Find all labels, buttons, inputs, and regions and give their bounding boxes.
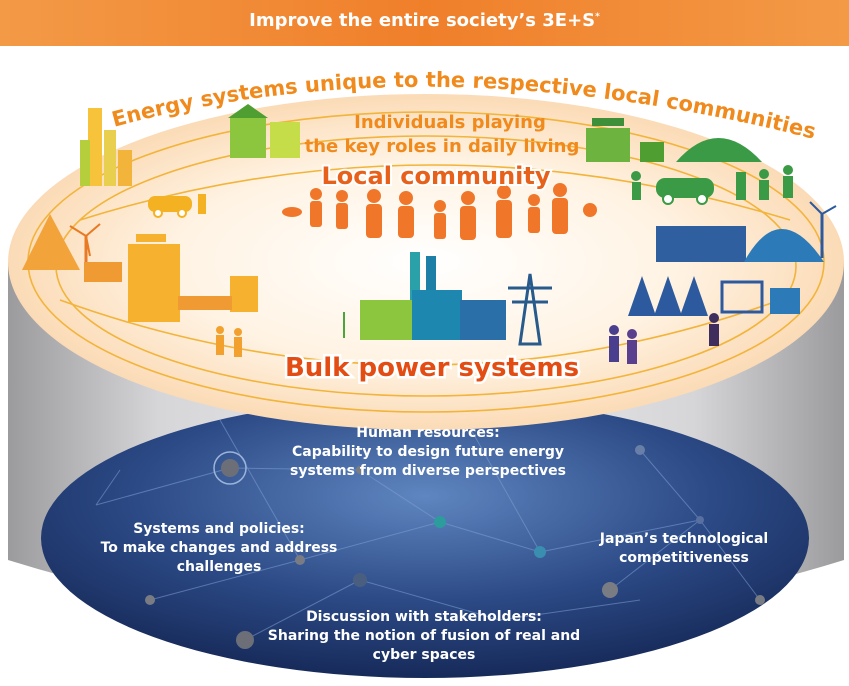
car-icon: [656, 178, 714, 198]
right-city-illustration: [586, 118, 837, 364]
person-icon: [216, 326, 224, 334]
bulk-power-illustration: [343, 252, 552, 346]
person-icon: [709, 313, 719, 323]
person-icon: [399, 191, 413, 205]
community-tagline-line2: the key roles in daily living: [305, 136, 580, 157]
power-tower-icon: [518, 273, 542, 346]
building-icon: [230, 118, 266, 158]
person-icon: [783, 165, 793, 175]
tractor-icon: [720, 280, 764, 314]
building-icon: [118, 150, 132, 186]
stadium-icon: [676, 138, 762, 162]
human-resources-line3: systems from diverse perspectives: [290, 463, 566, 479]
building-icon: [128, 244, 180, 322]
systems-policies-block: Systems and policies: To make changes an…: [74, 520, 364, 577]
systems-policies-heading: Systems and policies:: [133, 521, 305, 537]
house-icon: [640, 142, 664, 162]
community-people: [282, 183, 597, 240]
stakeholders-heading: Discussion with stakeholders:: [306, 609, 542, 625]
local-community-title: Local community: [321, 162, 550, 190]
person-icon: [609, 325, 619, 335]
banner-title: Improve the entire society’s 3E+S*: [249, 10, 600, 31]
community-tagline-line1: Individuals playing: [354, 112, 546, 133]
factory-icon: [460, 300, 506, 340]
person-icon: [528, 194, 540, 206]
title-banner: Improve the entire society’s 3E+S*: [0, 0, 849, 46]
person-icon: [631, 171, 641, 181]
systems-policies-line2: To make changes and address: [100, 540, 338, 556]
building-icon: [80, 140, 90, 186]
person-icon: [310, 188, 322, 200]
person-icon: [336, 190, 348, 202]
factory-icon: [84, 262, 122, 282]
building-icon: [104, 130, 116, 186]
human-resources-line2: Capability to design future energy: [292, 444, 564, 460]
factory-icon: [360, 300, 412, 340]
person-icon: [434, 200, 446, 212]
solar-panel-icon: [136, 234, 166, 242]
person-icon: [497, 185, 511, 199]
house-icon: [770, 288, 800, 314]
technology-line1: Japan’s technological: [599, 531, 769, 547]
systems-policies-line3: challenges: [176, 559, 262, 575]
bulk-power-title: Bulk power systems: [285, 353, 579, 383]
building-icon: [586, 128, 630, 162]
person-icon: [553, 183, 567, 197]
train-icon: [178, 296, 232, 310]
technology-block: Japan’s technological competitiveness: [564, 530, 804, 568]
technology-line2: competitiveness: [619, 550, 749, 566]
human-resources-heading: Human resources:: [356, 425, 500, 441]
stroller-icon: [583, 203, 597, 217]
factory-icon: [656, 226, 746, 262]
tree-icon: [680, 276, 708, 316]
network-lines: [95, 409, 761, 641]
car-icon: [148, 196, 192, 212]
chimney-icon: [410, 252, 420, 322]
charger-icon: [198, 194, 206, 214]
building-icon: [88, 108, 102, 186]
mountain-icon: [744, 229, 824, 262]
tree-icon: [654, 276, 682, 316]
dog-icon: [282, 207, 302, 217]
stakeholders-line2: Sharing the notion of fusion of real and: [267, 628, 581, 644]
person-icon: [367, 189, 381, 203]
left-city-illustration: [22, 104, 300, 357]
house-icon: [228, 104, 268, 118]
tree-icon: [628, 276, 656, 316]
building-icon: [270, 122, 300, 158]
person-icon: [461, 191, 475, 205]
person-icon: [627, 329, 637, 339]
stakeholders-block: Discussion with stakeholders: Sharing th…: [244, 608, 604, 665]
stakeholders-line3: cyber spaces: [372, 647, 476, 663]
chimney-icon: [426, 256, 436, 322]
solar-panel-icon: [592, 118, 624, 126]
charger-icon: [736, 172, 746, 200]
mountain-icon: [22, 214, 80, 270]
human-resources-block: Human resources: Capability to design fu…: [260, 424, 596, 481]
building-icon: [230, 276, 258, 312]
person-icon: [234, 328, 242, 336]
person-icon: [759, 169, 769, 179]
factory-icon: [412, 290, 462, 340]
